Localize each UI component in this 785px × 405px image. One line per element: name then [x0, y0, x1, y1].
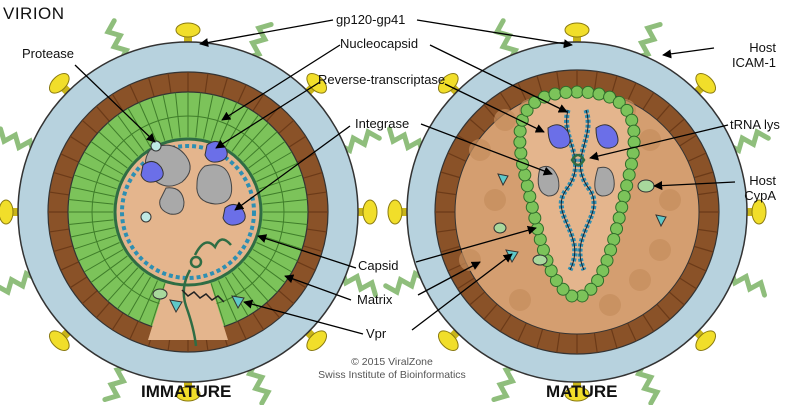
label-capsid: Capsid [358, 258, 398, 273]
icam-1-protein [731, 271, 764, 296]
immature-protease-2 [141, 212, 151, 222]
immature-gray-protein-2 [197, 165, 232, 204]
label-host-cypa: Host CypA [724, 173, 776, 203]
mature-cypa-3 [494, 223, 506, 233]
label-host-icam: Host ICAM-1 [716, 40, 776, 70]
label-reverse-transcriptase: Reverse-transcriptase [318, 72, 445, 87]
interior-blotch [509, 289, 531, 311]
capsid-bead [571, 86, 583, 98]
figure-title: VIRION [3, 4, 65, 24]
capsid-bead [618, 190, 630, 202]
capsid-bead [529, 212, 541, 224]
capsid-bead [616, 201, 628, 213]
capsid-bead [534, 233, 546, 245]
capsid-bead [625, 158, 637, 170]
capsid-bead [526, 201, 538, 213]
capsid-bead [515, 147, 527, 159]
capsid-bead [611, 223, 623, 235]
icam-1-protein [494, 366, 519, 399]
capsid-bead [519, 169, 531, 181]
label-host-icam-line1: Host [716, 40, 776, 55]
credit-line2: Swiss Institute of Bioinformatics [300, 369, 484, 382]
mature-cypa-2 [533, 255, 547, 265]
gp120-knob [363, 200, 377, 224]
capsid-bead [549, 88, 561, 100]
capsid-bead [621, 180, 633, 192]
capsid-bead [613, 212, 625, 224]
credit: © 2015 ViralZone Swiss Institute of Bioi… [300, 356, 484, 382]
capsid-bead [537, 244, 549, 256]
capsid-bead [582, 86, 594, 98]
icam-1-protein [636, 25, 661, 58]
capsid-bead [521, 180, 533, 192]
interior-blotch [494, 109, 516, 131]
interior-blotch [599, 294, 621, 316]
capsid-bead [608, 233, 620, 245]
icam-1-protein [105, 366, 130, 399]
credit-line1: © 2015 ViralZone [300, 356, 484, 369]
gp120-knob [0, 200, 13, 224]
interior-blotch [484, 189, 506, 211]
label-vpr: Vpr [366, 326, 386, 341]
capsid-bead [524, 190, 536, 202]
gp120-knob [752, 200, 766, 224]
label-immature: IMMATURE [141, 382, 231, 402]
capsid-bead [514, 125, 526, 137]
label-trna-lys: tRNA lys [730, 117, 780, 132]
capsid-bead [628, 125, 640, 137]
label-nucleocapsid: Nucleocapsid [340, 36, 418, 51]
label-mature: MATURE [546, 382, 617, 402]
interior-blotch [649, 239, 671, 261]
label-matrix: Matrix [357, 292, 392, 307]
icam-1-protein [390, 129, 423, 154]
label-protease: Protease [22, 46, 74, 61]
label-host-icam-line2: ICAM-1 [716, 55, 776, 70]
capsid-bead [623, 169, 635, 181]
label-integrase: Integrase [355, 116, 409, 131]
icam-1-protein [247, 25, 272, 58]
capsid-bead [560, 86, 572, 98]
gp120-knob [176, 23, 200, 37]
interior-blotch [639, 129, 661, 151]
label-gp120-gp41: gp120-gp41 [336, 12, 405, 27]
gp120-knob [388, 200, 402, 224]
interior-blotch [659, 189, 681, 211]
immature-protease [151, 141, 161, 151]
capsid-bead [514, 136, 526, 148]
mature-gray-protein-2 [595, 167, 614, 196]
label-host-cypa-line1: Host [724, 173, 776, 188]
gp120-knob [565, 23, 589, 37]
label-host-cypa-line2: CypA [724, 188, 776, 203]
interior-blotch [629, 269, 651, 291]
icam-1-protein [1, 129, 34, 154]
immature-cypa [153, 289, 167, 299]
capsid-bead [626, 114, 638, 126]
mature-cypa [638, 180, 654, 192]
